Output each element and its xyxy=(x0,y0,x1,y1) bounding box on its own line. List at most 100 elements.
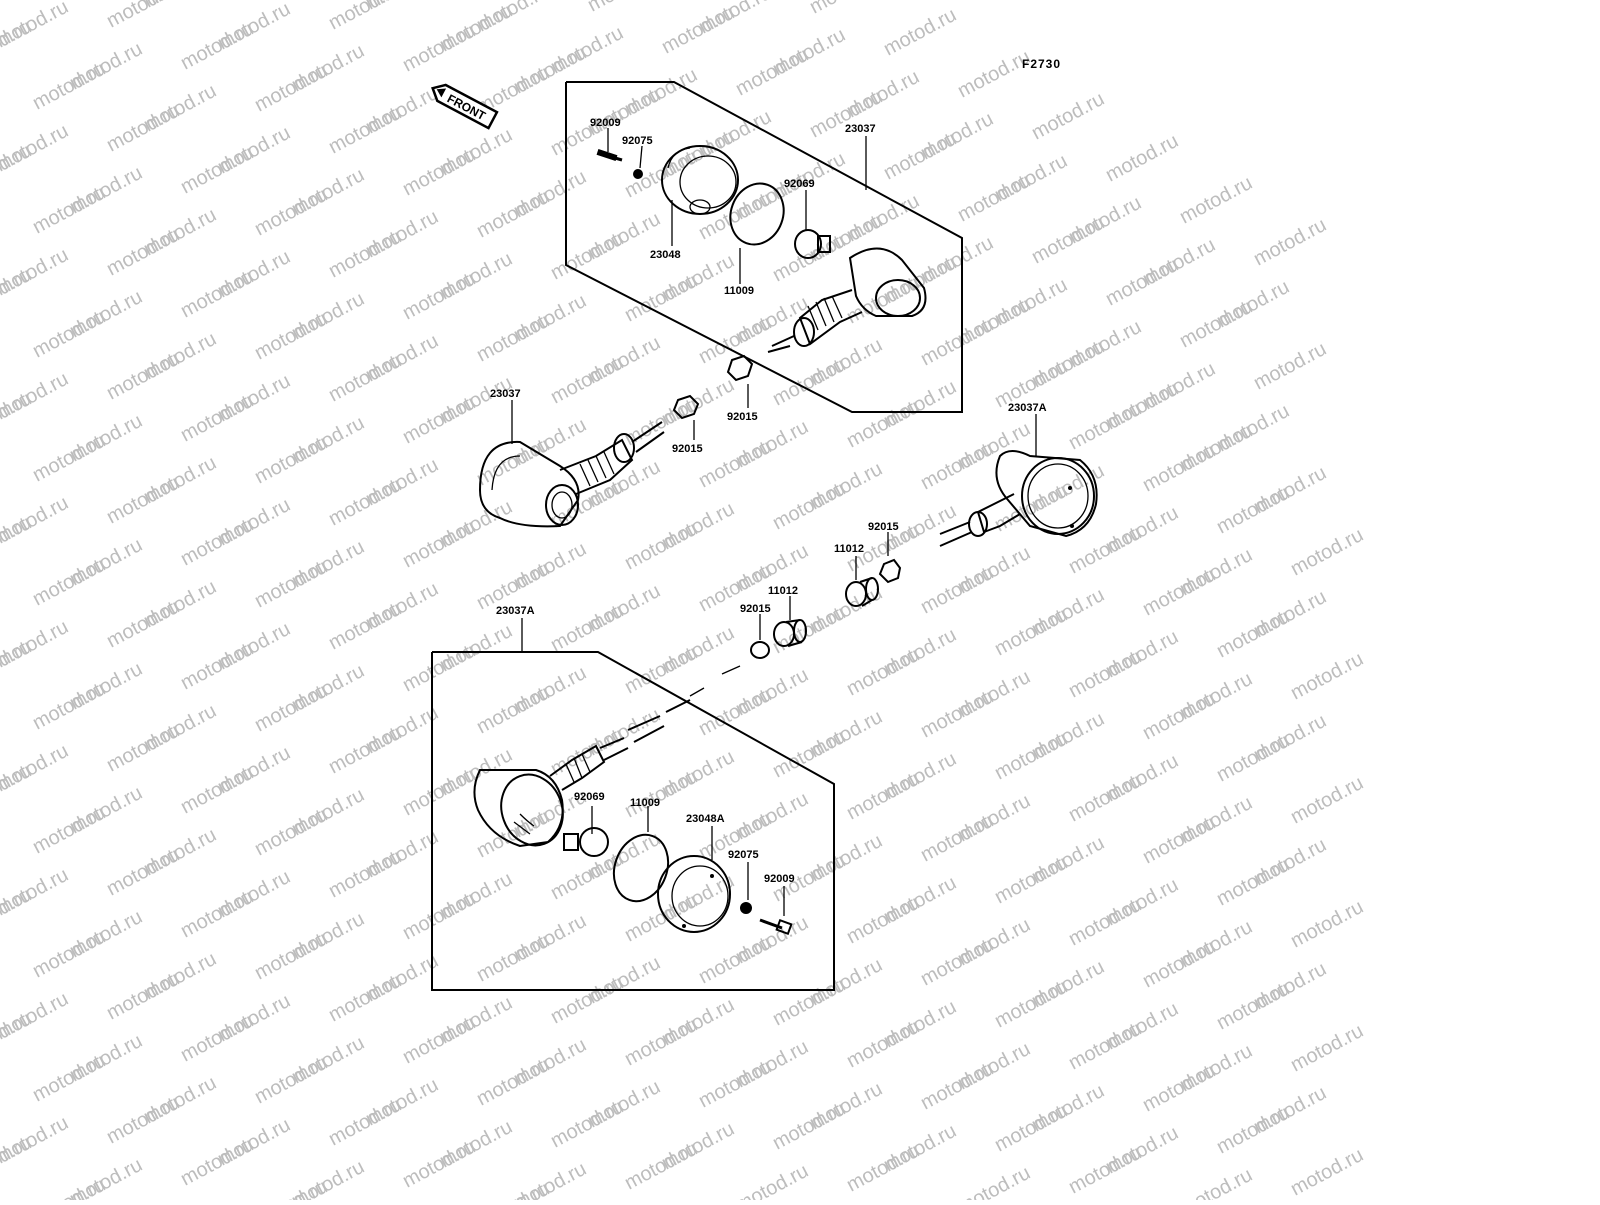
label-92015-mid: 92015 xyxy=(740,603,771,615)
bulb-92069-bottom xyxy=(563,827,609,857)
watermark-text: motod.ru xyxy=(1250,214,1330,270)
washer-92075-bottom xyxy=(740,902,752,914)
watermark-text: motod.ru xyxy=(325,846,405,902)
label-92015-left: 92015 xyxy=(672,443,703,455)
watermark-text: motod.ru xyxy=(103,844,183,900)
watermark-text: motod.ru xyxy=(1139,936,1219,992)
watermark-text: motod.ru xyxy=(658,2,738,58)
watermark-text: motod.ru xyxy=(1213,854,1293,910)
watermark-text: motod.ru xyxy=(399,144,479,200)
watermark-text: motod.ru xyxy=(251,308,331,364)
nut-92015-left xyxy=(672,394,700,420)
watermark-text: motod.ru xyxy=(177,266,257,322)
watermark-text: motod.ru xyxy=(29,1174,109,1200)
watermark-text: motod.ru xyxy=(843,892,923,948)
watermark-text: motod.ru xyxy=(177,638,257,694)
watermark-text: motod.ru xyxy=(473,930,553,986)
watermark-text: motod.ru xyxy=(399,888,479,944)
label-23037a-right: 23037A xyxy=(1008,402,1047,414)
grommet-11012-right xyxy=(845,577,879,607)
watermark-text: motod.ru xyxy=(547,1096,627,1152)
watermark-text: motod.ru xyxy=(917,1058,997,1114)
figure-code: F2730 xyxy=(1022,57,1061,71)
label-92069-bottom: 92069 xyxy=(574,791,605,803)
watermark-text: motod.ru xyxy=(1287,896,1367,952)
leader-lines-mid xyxy=(689,596,791,697)
watermark-text: motod.ru xyxy=(251,680,331,736)
watermark-text: motod.ru xyxy=(103,1092,183,1148)
label-92015-top: 92015 xyxy=(727,411,758,423)
turn-signal-23037-left xyxy=(478,421,665,528)
watermark-text: motod.ru xyxy=(1287,772,1367,828)
watermark-text: motod.ru xyxy=(621,518,701,574)
watermark-text: motod.ru xyxy=(547,600,627,656)
watermark-text: motod.ru xyxy=(29,58,109,114)
watermark-text: motod.ru xyxy=(325,722,405,778)
watermark-text: motod.ru xyxy=(843,768,923,824)
watermark-text: motod.ru xyxy=(769,1098,849,1154)
gasket-11009-bottom xyxy=(612,833,670,903)
washer-92075-top xyxy=(633,169,643,179)
watermark-text: motod.ru xyxy=(695,188,775,244)
label-23037-left: 23037 xyxy=(490,388,521,400)
nut-92015-right xyxy=(878,558,902,584)
watermark-text: motod.ru xyxy=(843,1016,923,1072)
watermark-text: motod.ru xyxy=(547,848,627,904)
watermark-text: motod.ru xyxy=(399,764,479,820)
watermark-text: motod.ru xyxy=(473,682,553,738)
watermark-text: motod.ru xyxy=(399,516,479,572)
lens-23048 xyxy=(661,145,739,215)
watermark-text: motod.ru xyxy=(991,976,1071,1032)
label-92069-top: 92069 xyxy=(784,178,815,190)
watermark-text: motod.ru xyxy=(29,802,109,858)
watermark-text: motod.ru xyxy=(399,1012,479,1068)
watermark-text: motod.ru xyxy=(917,810,997,866)
label-92075-bottom: 92075 xyxy=(728,849,759,861)
watermark-text: motod.ru xyxy=(1287,524,1367,580)
watermark-text: motod.ru xyxy=(251,804,331,860)
watermark-text: motod.ru xyxy=(732,44,812,100)
label-92075-top: 92075 xyxy=(622,135,653,147)
watermark-text: motod.ru xyxy=(325,0,405,34)
watermark-text: motod.ru xyxy=(621,642,701,698)
watermark-text: motod.ru xyxy=(103,348,183,404)
watermark-text: motod.ru xyxy=(1176,1164,1256,1200)
watermark-text: motod.ru xyxy=(769,602,849,658)
turn-signal-23037a-right xyxy=(939,450,1098,547)
watermark-text: motod.ru xyxy=(1139,1060,1219,1116)
bottom-assembly-frame xyxy=(431,651,835,991)
watermark-text: motod.ru xyxy=(399,20,479,76)
watermark-text: motod.ru xyxy=(1176,172,1256,228)
watermark-text: motod.ru xyxy=(991,852,1071,908)
watermark-text: motod.ru xyxy=(1065,770,1145,826)
watermark-text: motod.ru xyxy=(1102,254,1182,310)
watermark-text: motod.ru xyxy=(1287,1144,1367,1200)
label-11012-right: 11012 xyxy=(834,543,864,555)
watermark-text: motod.ru xyxy=(917,438,997,494)
leader-lines-left xyxy=(511,400,695,444)
watermark-text: motod.ru xyxy=(103,0,183,32)
label-23037a-bottom: 23037A xyxy=(496,605,535,617)
watermark-text: motod.ru xyxy=(29,306,109,362)
washer-92015-mid xyxy=(750,641,770,659)
watermark-text: motod.ru xyxy=(325,474,405,530)
watermark-text: motod.ru xyxy=(880,128,960,184)
watermark-text: motod.ru xyxy=(325,598,405,654)
screw-92009-top xyxy=(596,149,623,162)
watermark-text: motod.ru xyxy=(29,678,109,734)
watermark-text: motod.ru xyxy=(1065,646,1145,702)
watermark-text: motod.ru xyxy=(1028,88,1108,144)
watermark-text: motod.ru xyxy=(991,1100,1071,1156)
watermark-text: motod.ru xyxy=(177,390,257,446)
label-11012-mid: 11012 xyxy=(768,585,798,597)
watermark-text: motod.ru xyxy=(399,640,479,696)
watermark-text: motod.ru xyxy=(917,314,997,370)
watermark-text: motod.ru xyxy=(769,974,849,1030)
watermark-text: motod.ru xyxy=(103,596,183,652)
watermark-text: motod.ru xyxy=(103,968,183,1024)
watermark-text: motod.ru xyxy=(399,392,479,448)
turn-signal-housing-bottom xyxy=(473,699,691,848)
watermark-text: motod.ru xyxy=(473,186,553,242)
watermark-text: motod.ru xyxy=(177,762,257,818)
